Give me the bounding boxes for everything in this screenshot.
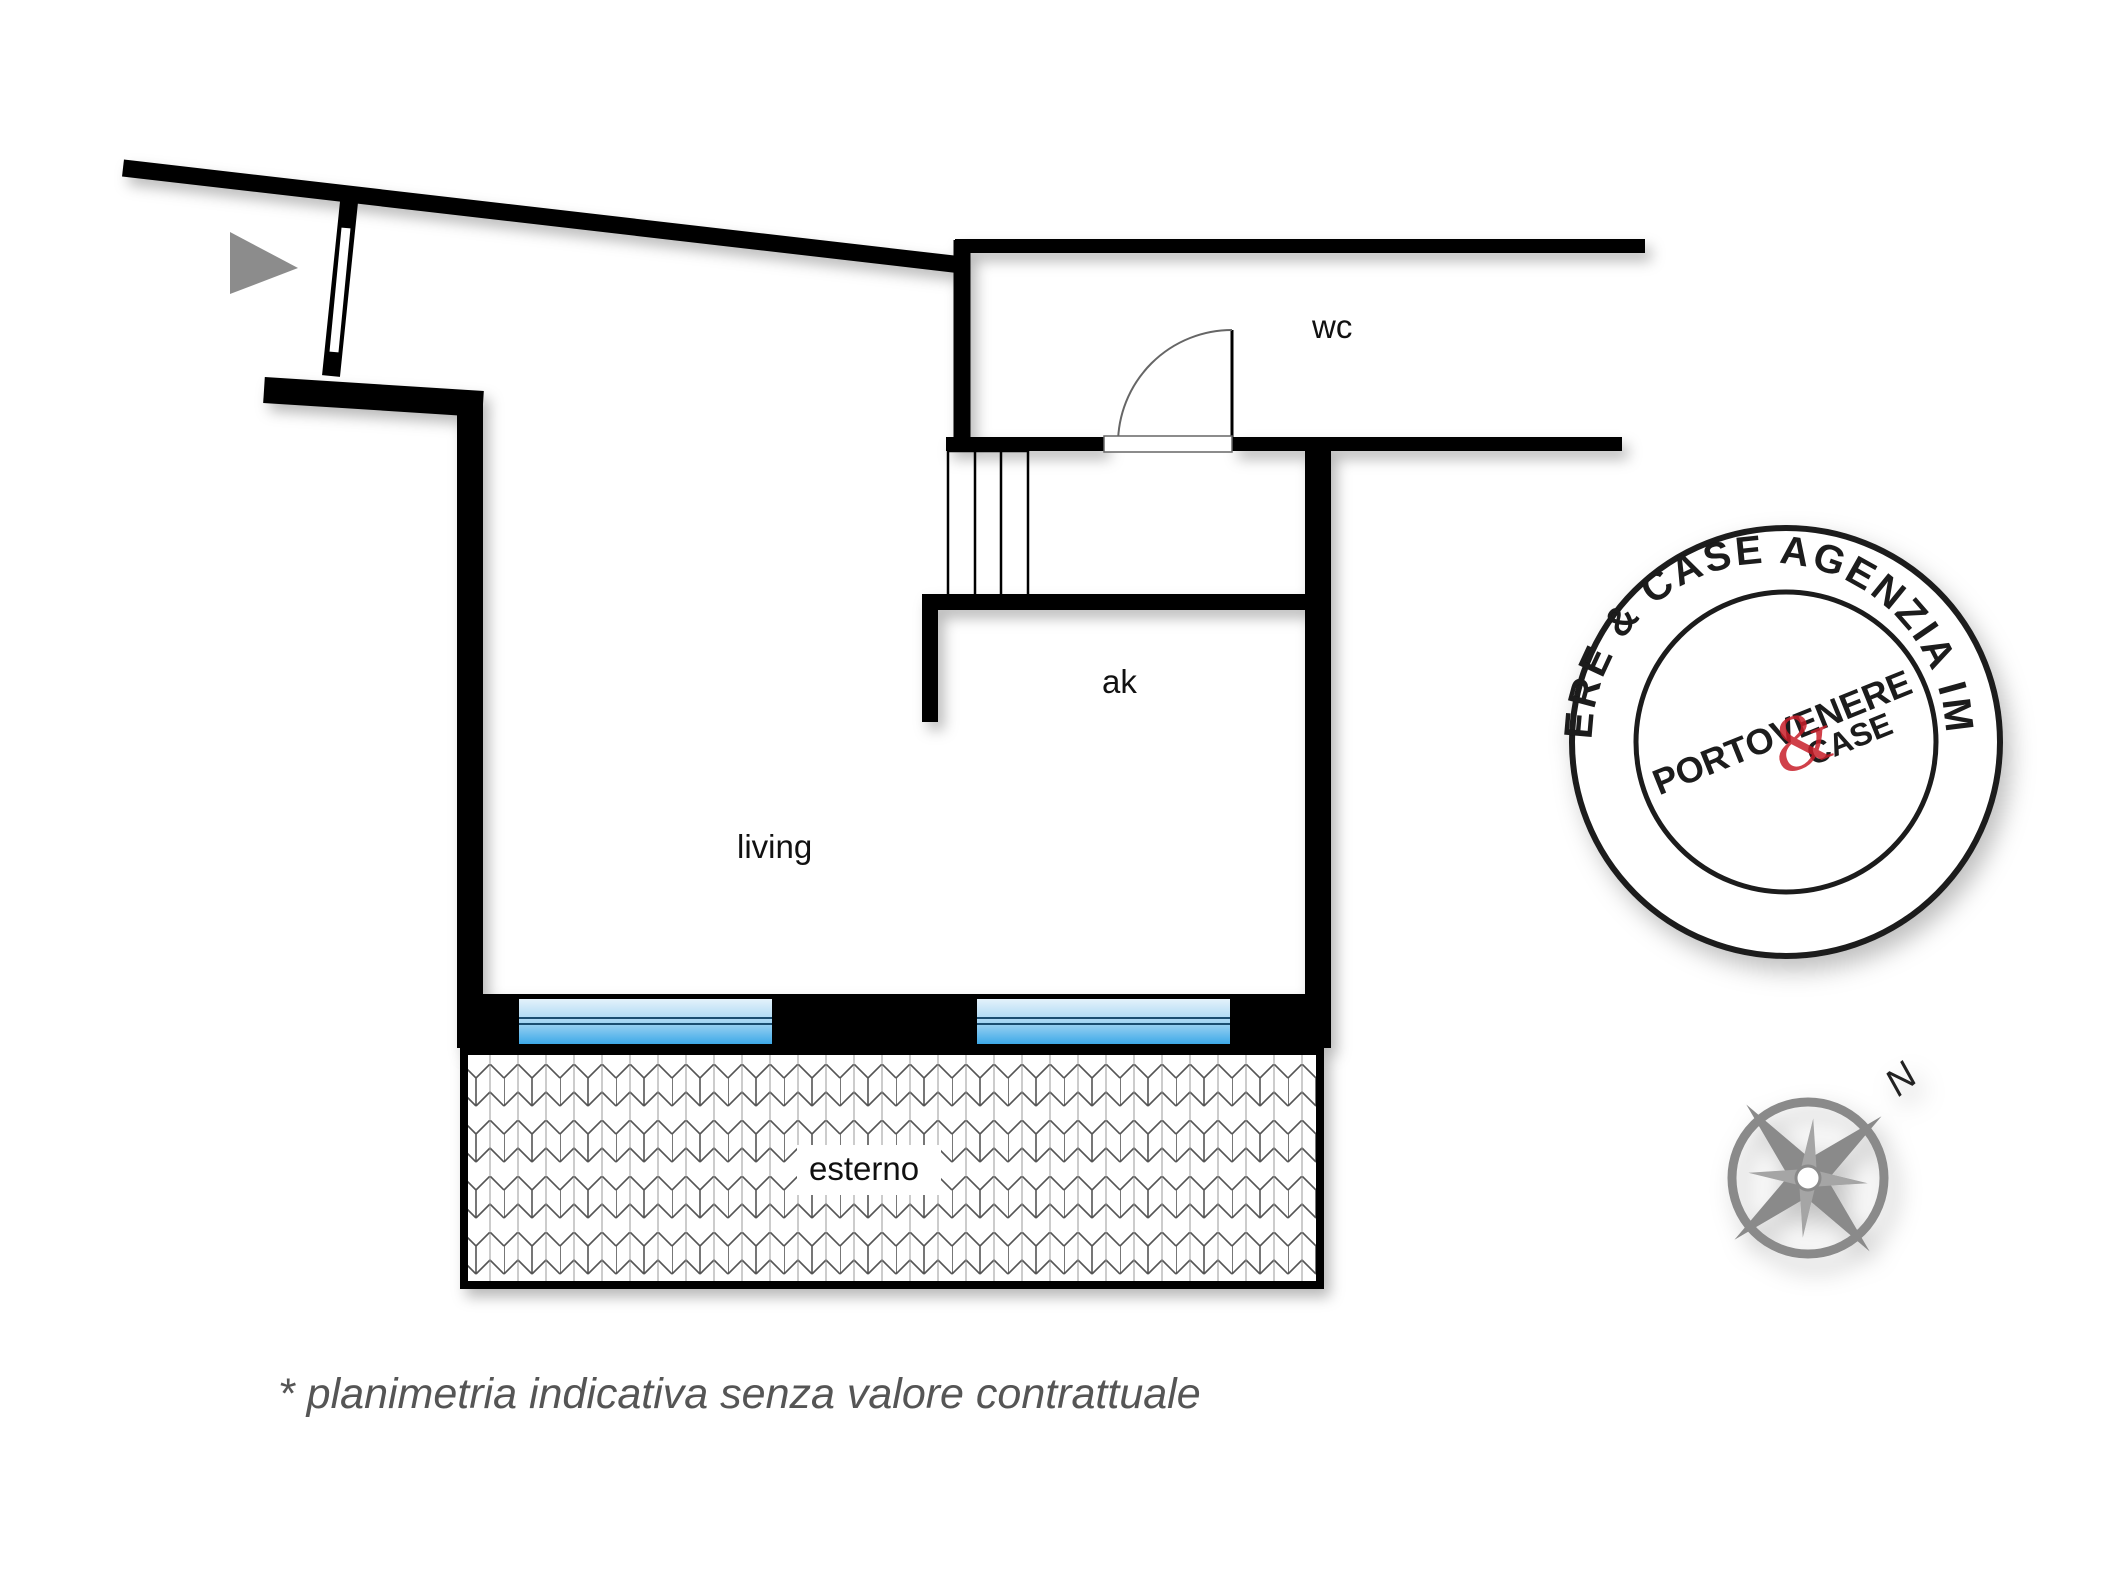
compass-rose-icon: N [1727, 1054, 1926, 1259]
wc-door [1103, 329, 1234, 453]
compass-north-label: N [1877, 1054, 1925, 1104]
esterno-label-bg [797, 1145, 941, 1195]
room-label-ak: ak [1102, 663, 1137, 700]
room-label-esterno: esterno [809, 1150, 919, 1187]
entrance-arrow-icon [230, 232, 298, 294]
disclaimer-text: * planimetria indicativa senza valore co… [278, 1370, 1201, 1418]
entrance-door [322, 201, 358, 377]
room-label-living: living [737, 828, 812, 865]
window-right [977, 999, 1230, 1044]
room-label-wc: wc [1311, 308, 1352, 345]
windows [519, 999, 1230, 1044]
wall-entrance-top [122, 159, 963, 274]
stairs [946, 449, 1030, 599]
window-left [519, 999, 772, 1044]
wall-entrance-bottom [263, 377, 484, 417]
walls [122, 159, 1645, 1048]
